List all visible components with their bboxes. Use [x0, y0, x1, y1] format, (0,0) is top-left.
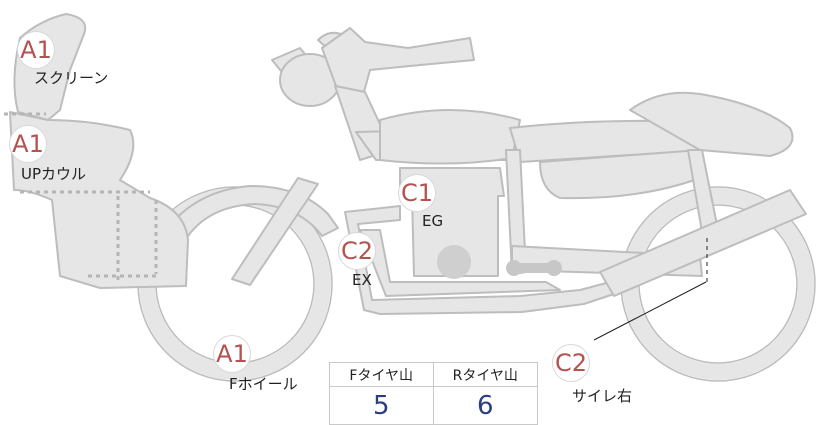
rear-tread-value: 6	[476, 390, 494, 421]
tail-cowl	[629, 91, 794, 157]
main-frame	[321, 27, 475, 93]
grade-badge-front-wheel: A1	[213, 335, 251, 373]
grade-badge-upper-cowl: A1	[9, 125, 47, 163]
label-engine: EG	[422, 212, 444, 230]
grade-badge-screen: A1	[17, 31, 55, 69]
exhaust-pipe	[344, 205, 615, 315]
label-silencer-right: サイレ右	[572, 387, 633, 405]
grade-badge-silencer-right: C2	[552, 344, 590, 382]
grade-badge-exhaust: C2	[338, 232, 376, 270]
label-front-wheel: Fホイール	[229, 375, 298, 393]
label-upper-cowl: UPカウル	[21, 165, 87, 183]
rear-tread-header: Rタイヤ山	[433, 363, 537, 387]
front-tread-value: 5	[330, 387, 434, 424]
front-tread-header: Fタイヤ山	[330, 363, 434, 387]
tire-tread-table: Fタイヤ山 Rタイヤ山 5 6	[329, 362, 538, 425]
fuel-tank	[379, 109, 521, 165]
label-exhaust: EX	[352, 271, 372, 289]
silencer	[599, 189, 807, 297]
label-screen: スクリーン	[34, 69, 109, 87]
grade-badge-engine: C1	[398, 174, 436, 212]
front-fork	[231, 177, 319, 286]
upper-cowl	[9, 111, 189, 289]
